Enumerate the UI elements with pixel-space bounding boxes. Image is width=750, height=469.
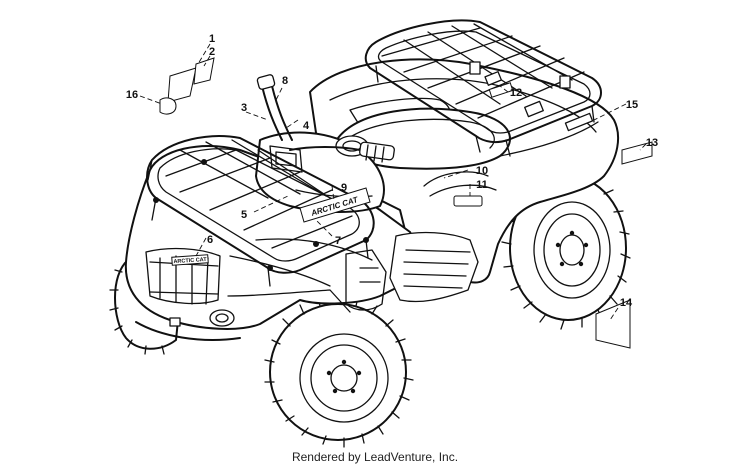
callout-1: 1 (209, 33, 215, 45)
callout-12: 12 (510, 87, 522, 99)
callout-7: 7 (335, 235, 341, 247)
front-rack (146, 135, 375, 287)
decal-16 (159, 97, 177, 115)
footrest (345, 231, 479, 311)
grille-decal-6 (171, 254, 209, 266)
callout-10: 10 (476, 165, 488, 177)
grille-badge: ARCTIC CAT (173, 257, 207, 265)
callout-3: 3 (241, 102, 247, 114)
callout-11: 11 (476, 179, 488, 191)
rear-fender-decals (453, 82, 514, 207)
callout-15: 15 (626, 99, 638, 111)
callout-14: 14 (620, 297, 633, 309)
leader-lines (139, 43, 647, 321)
callout-5: 5 (241, 209, 247, 221)
rear-rack (364, 19, 602, 157)
callout-4: 4 (303, 120, 310, 132)
rack-decal-12 (488, 82, 514, 98)
side-decal-9 (299, 187, 371, 223)
render-credit: Rendered by LeadVenture, Inc. (291, 450, 459, 464)
front-decals: ARCTIC CAT ARCTIC CAT (159, 57, 653, 349)
handlebars (256, 74, 395, 163)
callout-13: 13 (646, 137, 658, 149)
callout-9: 9 (341, 182, 347, 194)
fender-decal-11 (453, 195, 483, 207)
callout-6: 6 (207, 234, 213, 246)
front-right-wheel (264, 294, 414, 448)
rear-right-wheel (501, 165, 631, 330)
callout-numbers: 1 2 3 4 5 6 7 8 9 10 11 12 13 14 15 16 (126, 33, 658, 309)
callout-8: 8 (282, 75, 288, 87)
decal-2 (193, 57, 215, 85)
decal-1 (167, 67, 197, 103)
callout-2: 2 (209, 46, 215, 58)
decal-14 (595, 299, 631, 349)
decal-13 (621, 141, 653, 165)
callout-16: 16 (126, 89, 138, 101)
